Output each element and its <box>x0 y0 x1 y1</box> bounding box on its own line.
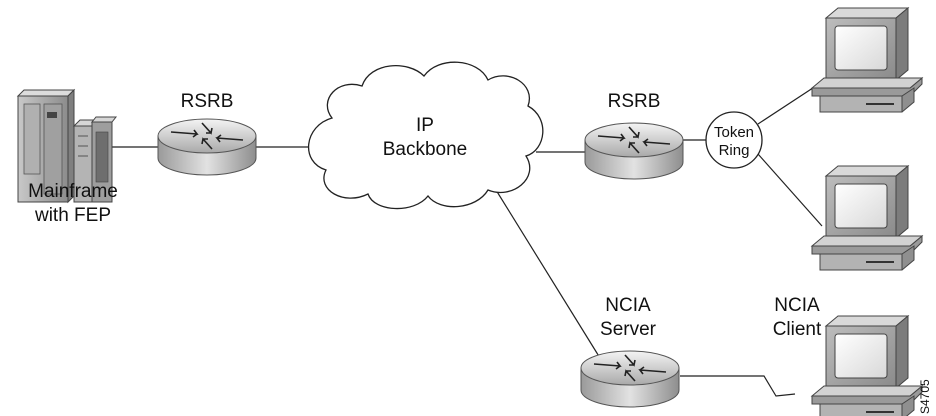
links <box>112 81 823 397</box>
mainframe-icon <box>16 88 118 204</box>
token-ring-label-line2: Ring <box>718 142 750 159</box>
ncia-client-label-line2: Client <box>772 319 822 340</box>
ncia-server-label-line2: Server <box>600 319 656 340</box>
ip-backbone-label: IP Backbone <box>370 114 480 162</box>
link-backbone-ncia-server <box>495 189 601 359</box>
mainframe-label-line2: with FEP <box>34 205 112 226</box>
ncia-client-label-line1: NCIA <box>774 295 820 316</box>
link-tokenring-pc-top <box>757 81 823 125</box>
link-ncia-serial <box>680 375 796 397</box>
pc-top-icon <box>811 7 923 113</box>
link-tokenring-pc-bottom <box>757 153 823 227</box>
ncia-server-label: NCIA Server <box>578 294 678 342</box>
pc-middle-icon <box>811 165 923 271</box>
rsrb-left-router-icon <box>157 118 257 176</box>
mainframe-label: Mainframe with FEP <box>18 180 128 228</box>
ncia-client-label: NCIA Client <box>752 294 842 342</box>
token-ring-label-line1: Token <box>713 124 755 141</box>
figure-id: S4705 <box>918 379 932 414</box>
token-ring-label: Token Ring <box>706 124 762 160</box>
rsrb-right-router-icon <box>584 122 684 180</box>
ip-backbone-label-line2: Backbone <box>382 139 468 160</box>
ip-backbone-label-line1: IP <box>416 115 434 136</box>
rsrb-right-label: RSRB <box>607 91 661 112</box>
rsrb-left-label: RSRB <box>180 91 234 112</box>
ip-backbone-cloud-icon <box>308 61 544 210</box>
ncia-server-router-icon <box>580 350 680 408</box>
ncia-server-label-line1: NCIA <box>605 295 651 316</box>
mainframe-label-line1: Mainframe <box>28 181 118 202</box>
token-ring-icon <box>705 111 763 169</box>
